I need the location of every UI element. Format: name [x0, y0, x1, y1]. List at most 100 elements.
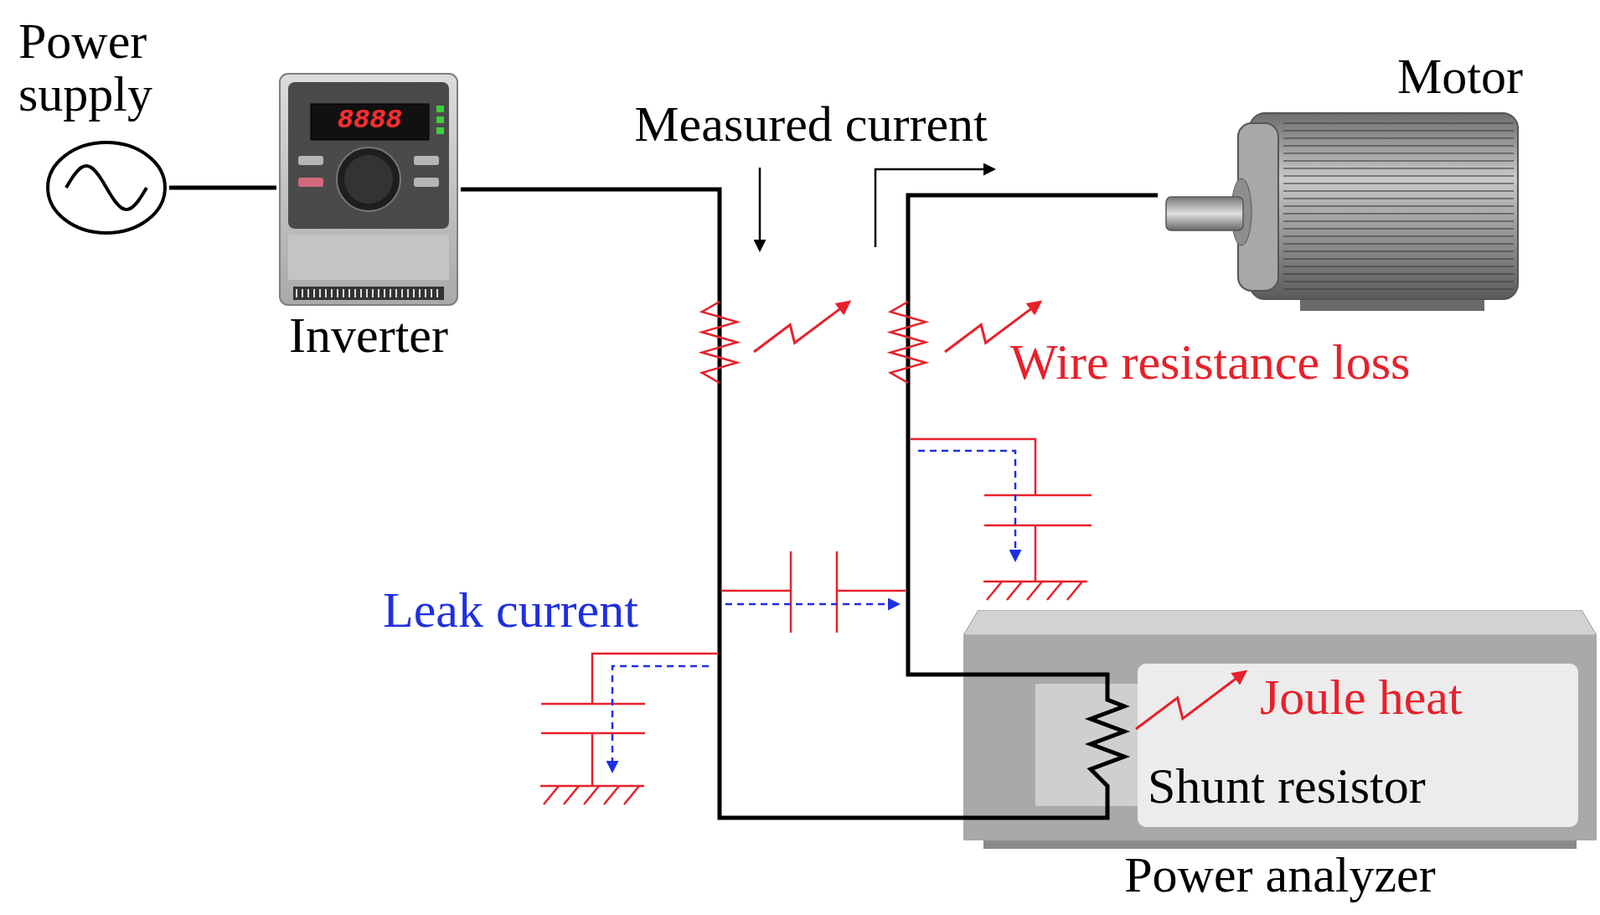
heat-arrow [753, 302, 849, 352]
display [310, 103, 429, 140]
vent-slot [412, 289, 415, 298]
analyzer-top [963, 609, 1597, 635]
button [413, 155, 439, 166]
ground-hatch [603, 785, 620, 805]
status-led [436, 127, 444, 135]
current-arrow [758, 167, 762, 250]
vent-slot [389, 289, 392, 298]
leak-path [725, 603, 899, 606]
heat-note: Joule heat [1259, 670, 1463, 724]
vent-slot [342, 289, 345, 298]
display-readout: 8888 [337, 104, 403, 136]
vent-slot [336, 289, 339, 298]
inverter-body [279, 73, 458, 305]
ground-hatch [583, 785, 599, 805]
ground-hatch [1027, 581, 1043, 600]
button [413, 177, 439, 187]
ground-hatch [1067, 581, 1083, 600]
status-led [436, 116, 444, 124]
wire-resistance-symbol [890, 301, 926, 383]
fin [1283, 205, 1514, 207]
node-label: Power supply [18, 15, 220, 121]
ground-hatch [986, 581, 1002, 600]
capacitor-lead [722, 589, 791, 593]
vent-slot [295, 289, 298, 298]
ground-hatch [624, 785, 640, 805]
leak-path [918, 450, 1016, 560]
knob-top [344, 154, 393, 204]
fin [1283, 273, 1514, 275]
fin [1283, 129, 1514, 132]
power-wire [169, 185, 277, 191]
fin [1283, 235, 1514, 238]
vent-strip [293, 286, 444, 300]
shunt-bay [1035, 683, 1138, 806]
loss-note: Wire resistance loss [1010, 335, 1410, 389]
capacitor-plate [836, 551, 839, 633]
ground-bar [540, 784, 645, 788]
vent-slot [301, 289, 304, 298]
capacitor-plate [984, 494, 1092, 497]
node-shape [1157, 104, 1523, 315]
knob [336, 147, 401, 212]
capacitor-lead [836, 589, 906, 593]
part-name: Shunt resistor [1147, 759, 1426, 813]
fin [1283, 265, 1514, 268]
vent-slot [330, 289, 333, 298]
vent-slot [325, 289, 327, 298]
button [298, 155, 324, 166]
inverter-lower-face [288, 234, 450, 280]
vent-slot [424, 289, 427, 298]
fin [1283, 212, 1514, 215]
vent-slots [296, 289, 438, 298]
vent-slot [348, 289, 351, 298]
capacitor-lead [1034, 525, 1038, 582]
heat-arrow [1135, 671, 1245, 729]
vent-slot [313, 289, 315, 298]
ground-hatch [1006, 581, 1022, 600]
power-source: Power supply [18, 15, 220, 237]
analyzer-panel [1137, 663, 1579, 827]
fin [1283, 250, 1514, 253]
fin [1283, 288, 1514, 290]
vent-slot [418, 289, 421, 298]
source-circle [47, 142, 166, 233]
analyzer-front [963, 634, 1597, 841]
vent-slot [377, 289, 380, 298]
fin [1283, 160, 1514, 162]
fin [1283, 280, 1514, 283]
fin [1283, 137, 1514, 140]
node-label: Inverter [289, 309, 449, 362]
power-wire [908, 195, 1158, 675]
fin [1283, 242, 1514, 245]
node-shape [963, 609, 1597, 849]
current-arrow [875, 169, 994, 248]
fin [1283, 152, 1514, 155]
vent-slot [360, 289, 362, 298]
fin [1283, 258, 1514, 260]
current-note: Measured current [634, 98, 987, 151]
cooling-fins [1283, 123, 1514, 290]
ground-bar [983, 580, 1088, 584]
shunt-resistor-symbol [963, 674, 1125, 818]
vent-slot [407, 289, 409, 298]
leak-note: Leak current [382, 583, 639, 637]
analyzer-feet [983, 840, 1577, 849]
fin [1283, 190, 1514, 192]
inverter-panel [288, 82, 450, 229]
capacitor-lead [592, 653, 718, 704]
vent-slot [319, 289, 321, 298]
shaft [1166, 196, 1244, 231]
vent-slot [401, 289, 403, 298]
capacitor-plate [541, 702, 646, 706]
fin [1283, 220, 1514, 222]
vent-slot [436, 289, 439, 298]
capacitor-lead [910, 438, 1036, 496]
power-analyzer: Power analyzer [963, 609, 1597, 902]
vent-slot [383, 289, 386, 298]
leak-path [612, 665, 709, 771]
vent-slot [366, 289, 368, 298]
vent-slot [307, 289, 310, 298]
capacitor-plate [984, 524, 1092, 527]
